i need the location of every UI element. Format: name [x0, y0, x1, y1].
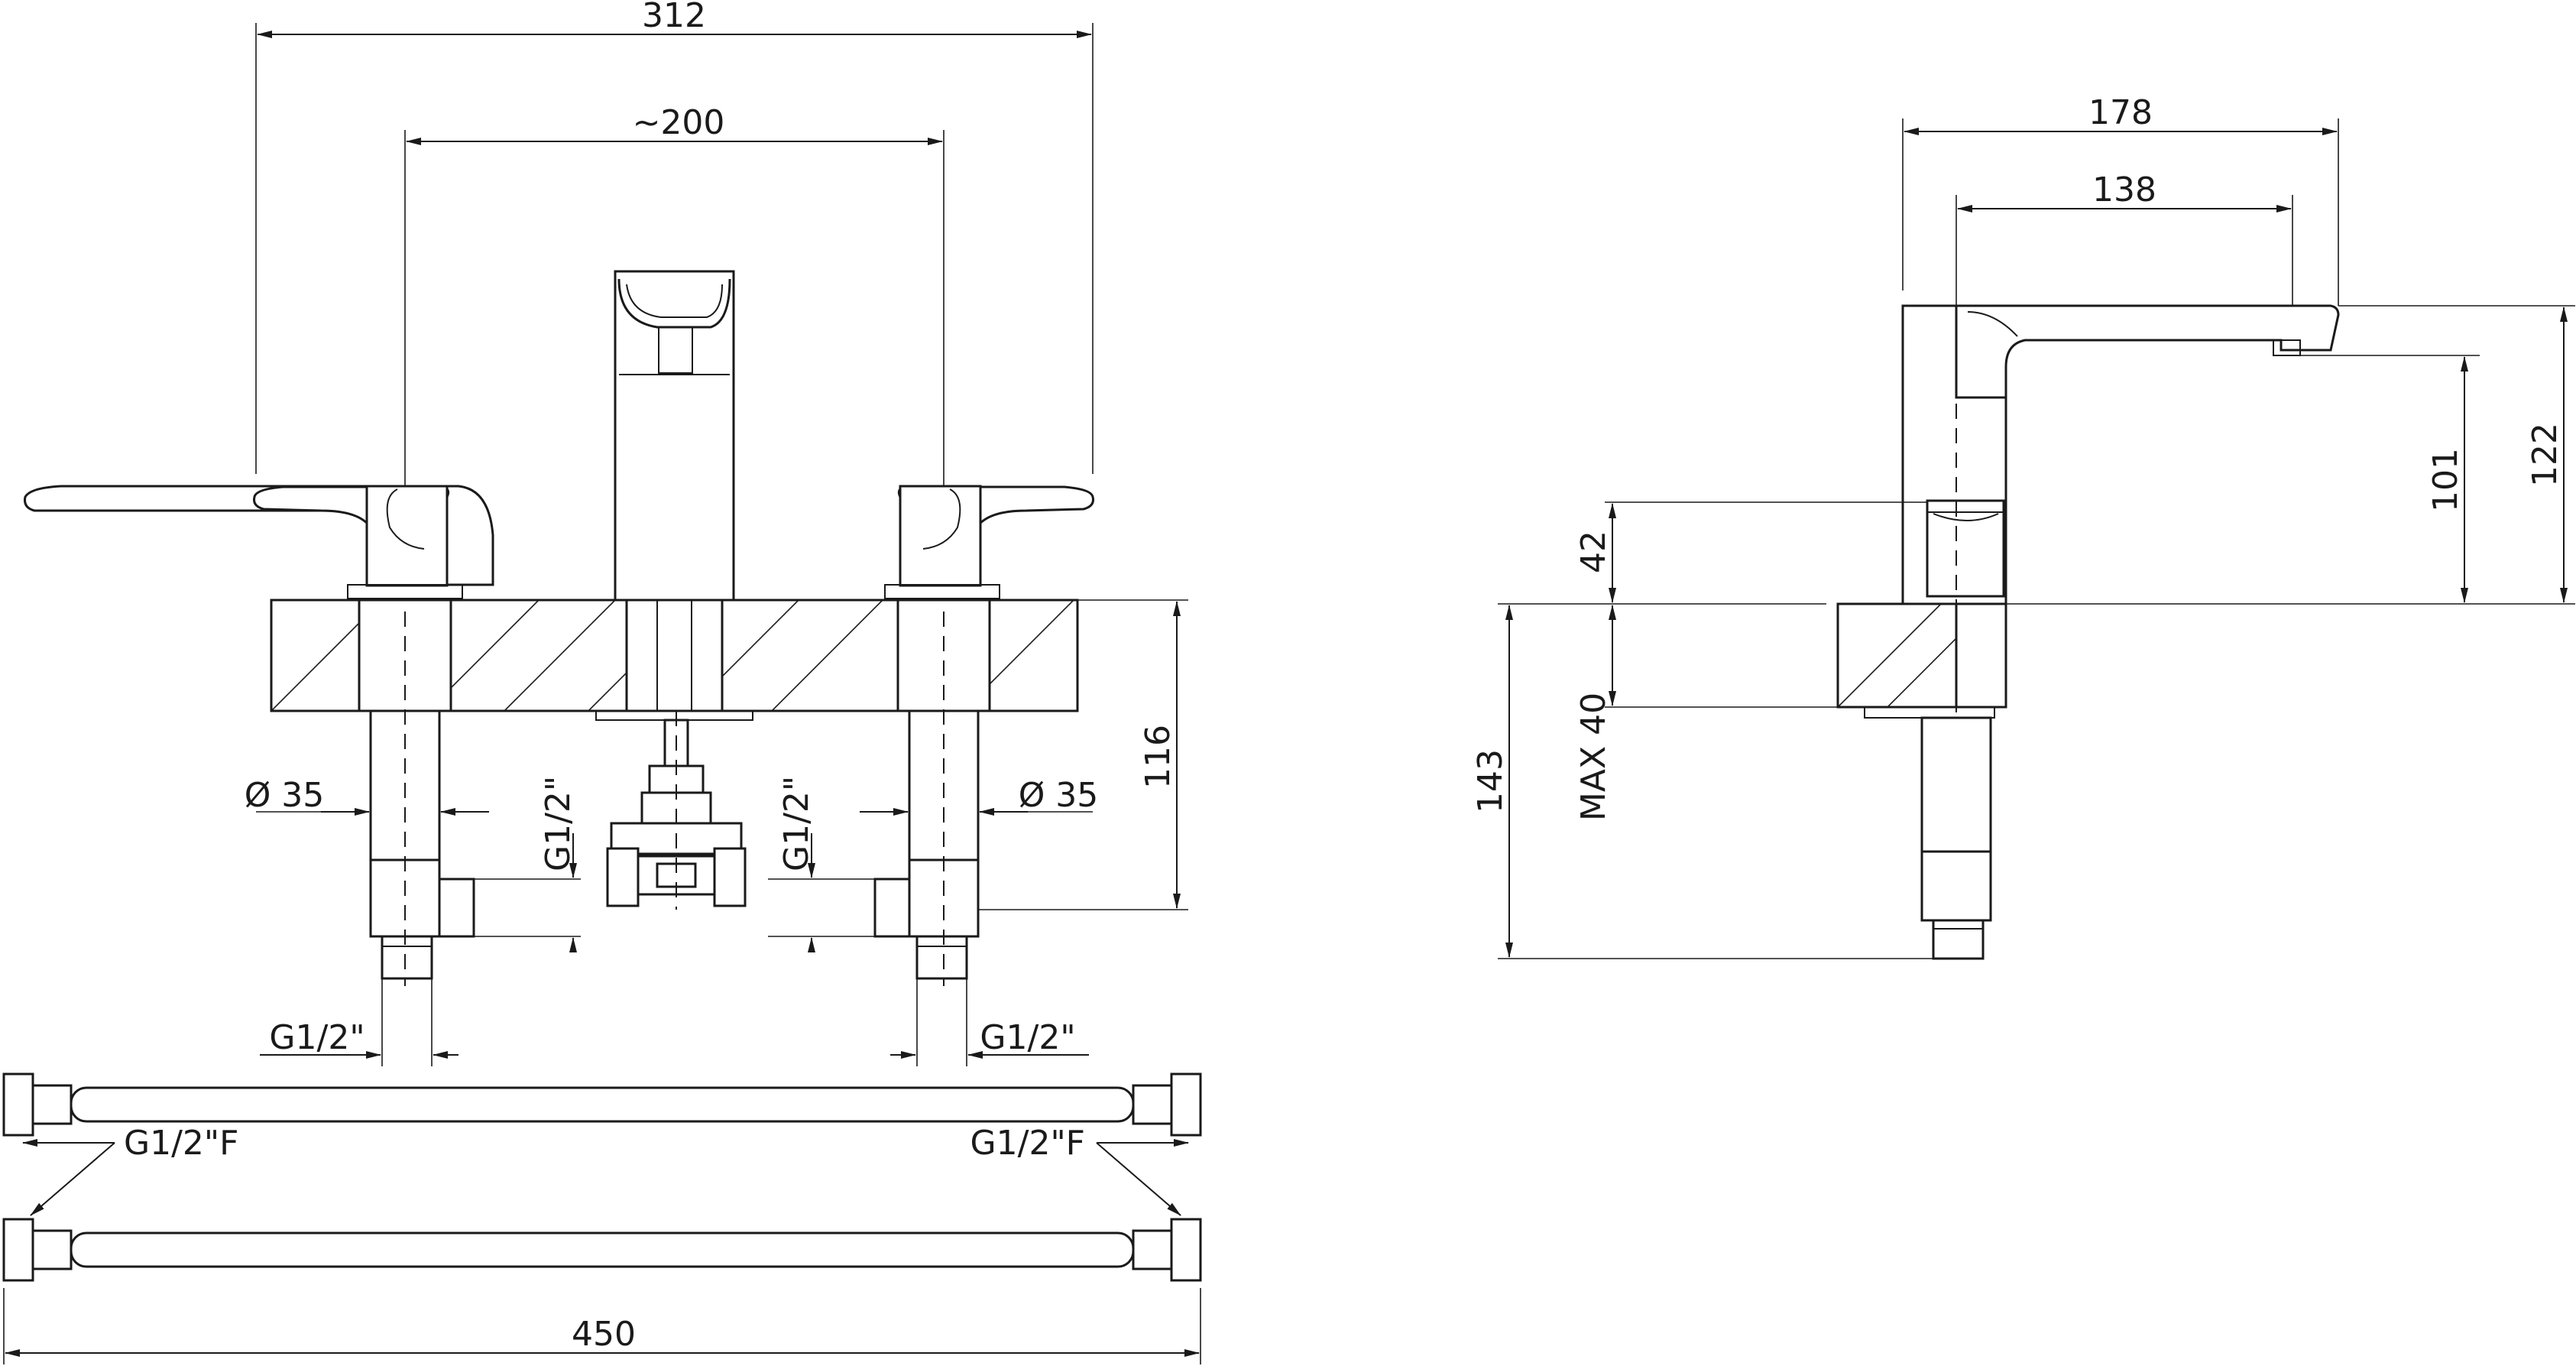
- dimension-overall-width: 312: [255, 0, 1094, 474]
- dim-thread-left-bottom-label: G1/2": [269, 1018, 365, 1057]
- side-deck-section: [1836, 602, 2007, 719]
- dim-143-label: 143: [1471, 749, 1510, 813]
- dimension-height-116: 116: [978, 599, 1188, 910]
- dim-122-label: 122: [2526, 423, 2565, 487]
- spout: [614, 270, 735, 602]
- right-valve-body: [873, 612, 980, 986]
- dimension-reach-138: 138: [1955, 170, 2293, 344]
- hose-lower: [2, 1218, 1202, 1282]
- dim-101-label: 101: [2426, 448, 2465, 512]
- dimension-spout-height-101: 101: [2006, 355, 2575, 605]
- dim-138-label: 138: [2092, 170, 2156, 209]
- label-connector-right: G1/2"F: [970, 1124, 1189, 1216]
- dimension-hose-length: 450: [3, 1288, 1201, 1364]
- dim-312-label: 312: [642, 0, 706, 35]
- dim-thread-left-label: G1/2": [539, 776, 578, 871]
- dim-diameter-right-label: Ø 35: [1019, 776, 1099, 815]
- front-view: 312 ~200: [24, 0, 1188, 1066]
- dim-178-label: 178: [2088, 93, 2153, 132]
- dimension-above-deck-42: 42: [1574, 501, 1927, 603]
- dimension-thread-left-bottom: G1/2": [260, 978, 458, 1066]
- hoses: G1/2"F G1/2"F 450: [2, 1072, 1202, 1364]
- dim-thread-right-label: G1/2": [777, 776, 816, 871]
- dimension-handle-spacing: ~200: [404, 103, 945, 489]
- dimension-reach-178: 178: [1902, 93, 2339, 306]
- right-handle: [884, 485, 1094, 599]
- dim-thread-right-bottom-label: G1/2": [980, 1018, 1075, 1057]
- side-view: 178 138: [1471, 93, 2575, 960]
- dimension-height-143: 143: [1471, 605, 1933, 959]
- left-handle: [24, 485, 494, 599]
- dimension-thread-right-vertical: G1/2": [768, 776, 875, 952]
- label-connector-left: G1/2"F: [22, 1124, 238, 1216]
- dim-max40-label: MAX 40: [1574, 693, 1613, 821]
- left-valve-body: [369, 612, 475, 986]
- deck-section: [270, 599, 1079, 721]
- side-lower-body: [1920, 716, 1992, 960]
- connector-left-label: G1/2"F: [124, 1124, 238, 1163]
- dim-diameter-left-label: Ø 35: [245, 776, 325, 815]
- side-body: [1901, 304, 2340, 722]
- dimension-diameter-right: Ø 35: [860, 776, 1099, 816]
- dimension-diameter-left: Ø 35: [245, 776, 489, 816]
- dim-116-label: 116: [1139, 725, 1178, 789]
- center-t-connector: [606, 711, 747, 910]
- connector-right-label: G1/2"F: [970, 1124, 1085, 1163]
- hose-upper: [2, 1072, 1202, 1137]
- dim-450-label: 450: [572, 1315, 636, 1354]
- dim-200-label: ~200: [633, 103, 725, 142]
- dimension-deck-max-40: MAX 40: [1498, 603, 1838, 821]
- dim-42-label: 42: [1574, 531, 1613, 573]
- dimension-total-height-122: 122: [2338, 305, 2575, 603]
- dimension-thread-left-vertical: G1/2": [474, 776, 581, 952]
- dimension-thread-right-bottom: G1/2": [890, 978, 1089, 1066]
